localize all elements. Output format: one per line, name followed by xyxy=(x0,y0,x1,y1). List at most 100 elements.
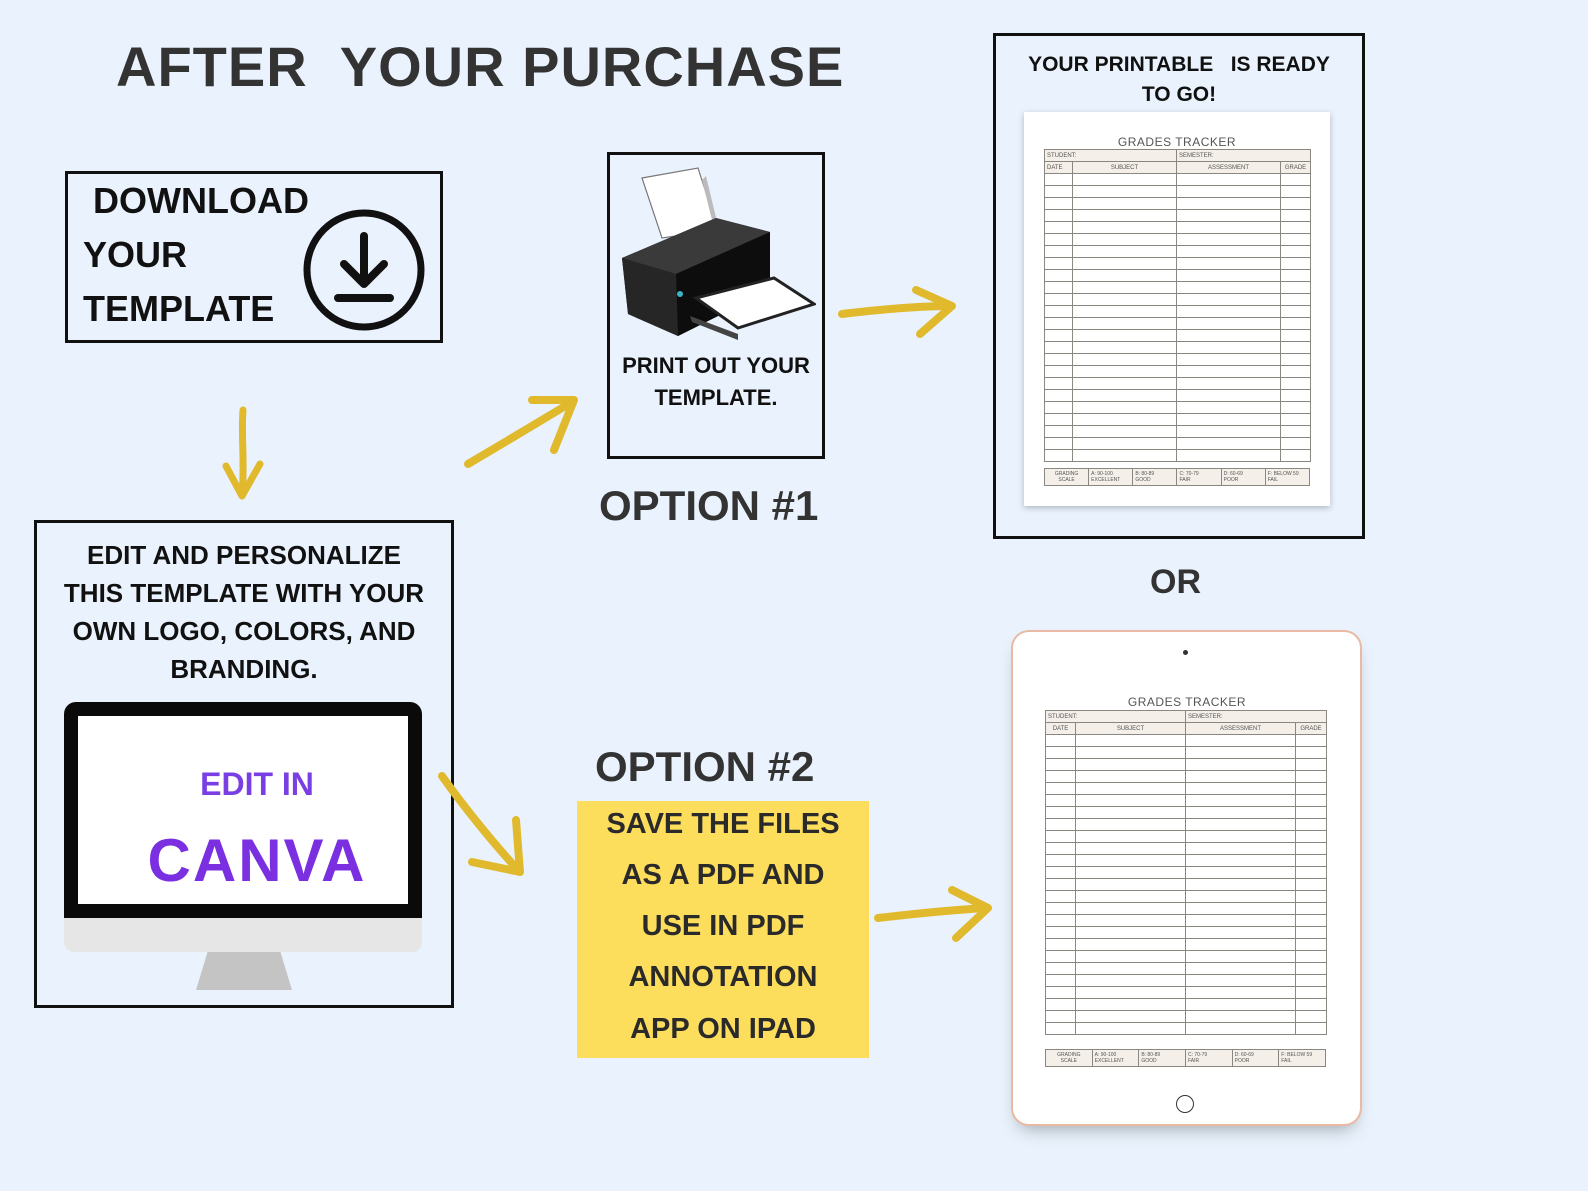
tracker-row xyxy=(1045,770,1327,783)
tracker-row xyxy=(1044,389,1311,402)
scale-3-line-1: C: 70-79 xyxy=(1179,471,1199,477)
save-line-1: SAVE THE FILES xyxy=(606,808,840,840)
scale-2-line-2: GOOD xyxy=(1135,477,1151,483)
tracker-row xyxy=(1044,329,1311,342)
tracker-row xyxy=(1044,209,1311,222)
save-line-3: USE IN PDF xyxy=(641,910,805,942)
tracker-row xyxy=(1045,746,1327,759)
scale-2-line-1: B: 80-89 xyxy=(1135,471,1155,477)
tablet-scale-4-line-1: D: 60-69 xyxy=(1234,1052,1254,1058)
tracker-row xyxy=(1044,377,1311,390)
tracker-row xyxy=(1045,866,1327,879)
col-assessment: ASSESSMENT xyxy=(1176,161,1281,174)
download-line-2: YOUR xyxy=(83,234,188,275)
tracker-row xyxy=(1044,413,1311,426)
tracker-title: GRADES TRACKER xyxy=(1117,135,1237,149)
print-step-box xyxy=(607,152,825,459)
save-line-5: APP ON IPAD xyxy=(630,1013,816,1045)
tracker-row xyxy=(1045,794,1327,807)
download-line-1: DOWNLOAD xyxy=(93,180,309,221)
tracker-row xyxy=(1045,806,1327,819)
tracker-row xyxy=(1045,998,1327,1011)
scale-4-line-1: D: 60-69 xyxy=(1223,471,1243,477)
tracker-row xyxy=(1044,317,1311,330)
tracker-row xyxy=(1044,449,1311,462)
arrow-up-right-icon xyxy=(464,396,578,468)
tracker-row xyxy=(1044,365,1311,378)
tracker-row xyxy=(1045,950,1327,963)
scale-3-line-2: FAIR xyxy=(1179,477,1191,483)
tracker-row xyxy=(1045,758,1327,771)
tracker-row xyxy=(1045,842,1327,855)
tracker-row xyxy=(1044,353,1311,366)
tracker-row xyxy=(1044,293,1311,306)
arrow-down-right-icon xyxy=(438,772,524,876)
scale-1-line-1: A: 90-100 xyxy=(1091,471,1113,477)
scale-5-line-2: FAIL xyxy=(1267,477,1279,483)
page-heading: AFTER YOUR PURCHASE xyxy=(116,35,845,98)
tracker-row xyxy=(1045,962,1327,975)
edit-line-1: EDIT AND PERSONALIZE xyxy=(87,540,401,570)
tablet-scale-4-line-2: POOR xyxy=(1234,1058,1250,1064)
tracker-row xyxy=(1045,1022,1327,1035)
tablet-col-date: DATE xyxy=(1045,722,1076,735)
scale-4-line-2: POOR xyxy=(1223,477,1239,483)
tracker-row xyxy=(1044,197,1311,210)
tracker-row xyxy=(1044,341,1311,354)
ready-line-2: TO GO! xyxy=(1141,83,1217,106)
tablet-student-label: STUDENT: xyxy=(1045,710,1186,723)
tracker-row xyxy=(1044,233,1311,246)
tablet-semester-label: SEMESTER: xyxy=(1185,710,1327,723)
scale-5-line-1: F: BELOW 59 xyxy=(1267,471,1299,477)
monitor-image: EDIT IN CANVA xyxy=(64,702,422,990)
tracker-row xyxy=(1044,281,1311,294)
tracker-row xyxy=(1044,173,1311,186)
tablet-tracker-rows xyxy=(1045,734,1327,1035)
save-pdf-box xyxy=(577,801,869,1058)
tracker-row xyxy=(1044,245,1311,258)
tablet-scale-0-line-2: SCALE xyxy=(1060,1058,1078,1064)
tablet-col-subject: SUBJECT xyxy=(1075,722,1186,735)
or-label: OR xyxy=(1150,563,1201,601)
tracker-row xyxy=(1045,734,1327,747)
tracker-row xyxy=(1045,878,1327,891)
tablet-scale-3-line-1: C: 70-79 xyxy=(1187,1052,1208,1058)
download-icon xyxy=(303,209,425,331)
tablet-scale-0-line-1: GRADING xyxy=(1057,1052,1081,1058)
print-line-1: PRINT OUT YOUR xyxy=(622,353,810,378)
tablet-home-button xyxy=(1176,1095,1194,1113)
tracker-row xyxy=(1045,926,1327,939)
option-1-label: OPTION #1 xyxy=(599,482,819,529)
scale-1-line-2: EXCELLENT xyxy=(1091,477,1121,483)
col-date: DATE xyxy=(1044,161,1073,174)
tablet-scale-1-line-1: A: 90-100 xyxy=(1094,1052,1117,1058)
tablet-scale-1-line-2: EXCELLENT xyxy=(1094,1058,1124,1064)
tablet-scale-2-line-1: B: 80-89 xyxy=(1141,1052,1161,1058)
tracker-row xyxy=(1045,938,1327,951)
edit-line-2: THIS TEMPLATE WITH YOUR xyxy=(63,578,425,608)
arrow-right-icon xyxy=(874,886,992,942)
edit-line-4: BRANDING. xyxy=(170,654,318,684)
col-subject: SUBJECT xyxy=(1072,161,1177,174)
tablet-scale-3-line-2: FAIR xyxy=(1187,1058,1200,1064)
tracker-row xyxy=(1045,782,1327,795)
tracker-row xyxy=(1045,986,1327,999)
tracker-row xyxy=(1044,221,1311,234)
tracker-row xyxy=(1044,257,1311,270)
tracker-row xyxy=(1044,185,1311,198)
tracker-row xyxy=(1044,425,1311,438)
tablet-tracker-title: GRADES TRACKER xyxy=(1127,695,1247,709)
edit-step-box xyxy=(34,520,454,1008)
canva-label: CANVA xyxy=(147,827,367,894)
tracker-row xyxy=(1044,269,1311,282)
arrow-right-icon xyxy=(838,286,956,338)
tablet-col-grade: GRADE xyxy=(1295,722,1327,735)
tracker-rows xyxy=(1044,173,1311,462)
printable-ready-box xyxy=(993,33,1365,539)
edit-in-label: EDIT IN xyxy=(200,766,314,802)
